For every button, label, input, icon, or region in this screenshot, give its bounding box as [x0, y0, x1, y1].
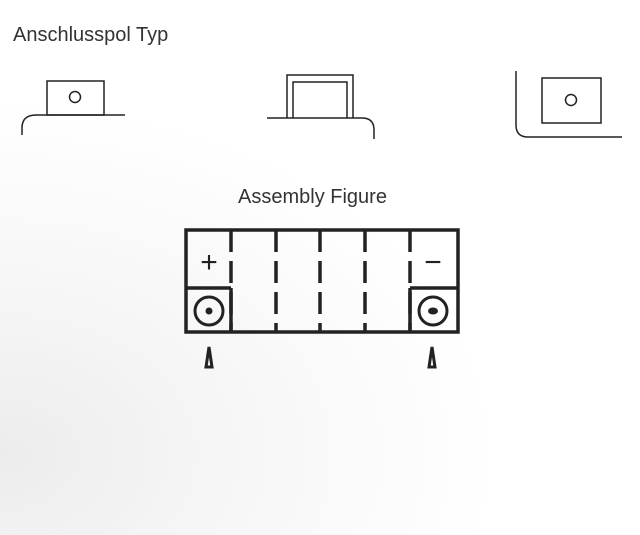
positive-label: + [200, 246, 218, 279]
assembly-title: Assembly Figure [238, 186, 387, 208]
battery-assembly-figure [184, 228, 460, 369]
terminal-type-2-icon [267, 74, 375, 139]
terminal-type-1-icon [21, 80, 125, 135]
negative-label: − [424, 246, 442, 279]
positive-terminal-icon [193, 295, 225, 327]
terminal-type-3-icon [515, 71, 622, 138]
negative-arrow-icon [427, 346, 437, 369]
positive-arrow-icon [204, 346, 214, 369]
negative-terminal-icon [417, 295, 449, 327]
section-title: Anschlusspol Typ [13, 24, 169, 46]
